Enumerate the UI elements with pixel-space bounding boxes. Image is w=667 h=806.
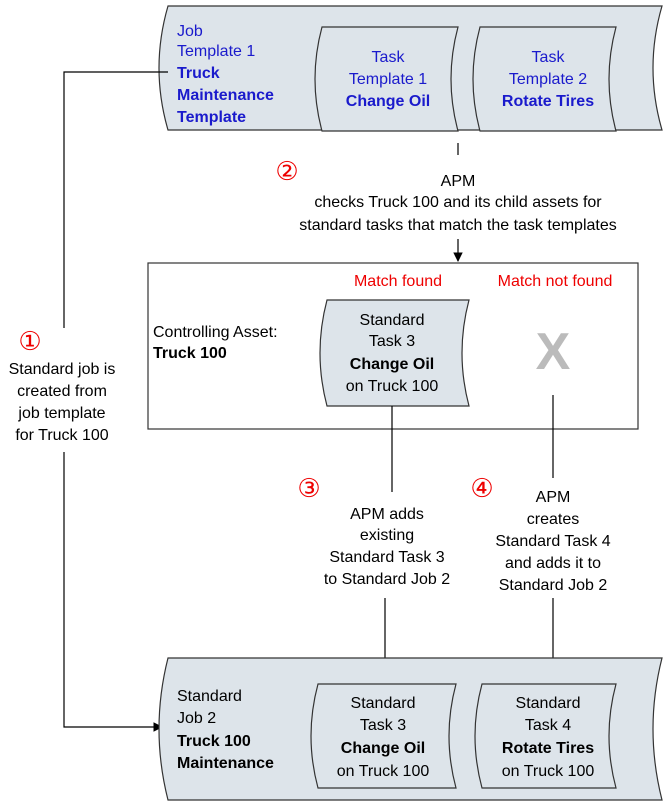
task-template-1-label-1: Task	[372, 49, 406, 66]
standard-task-4-name: Rotate Tires	[502, 740, 594, 757]
standard-task-3-shape	[310, 683, 457, 789]
step4-line-5: Standard Job 2	[499, 577, 608, 594]
x-mark-icon: X	[536, 323, 571, 381]
step3-line-4: to Standard Job 2	[324, 571, 450, 588]
job-template-name-3: Template	[177, 109, 246, 126]
controlling-asset-name: Truck 100	[153, 345, 227, 362]
job-template-name-1: Truck	[177, 65, 220, 82]
controlling-task-line-1: Standard	[360, 312, 425, 329]
step2-number: ②	[275, 157, 298, 187]
task-template-2-shape	[472, 26, 617, 132]
controlling-task-shape	[319, 299, 470, 407]
step4-line-4: and adds it to	[505, 555, 601, 572]
step3-number: ③	[297, 474, 320, 504]
match-not-found-label: Match not found	[498, 273, 613, 290]
step3-line-3: Standard Task 3	[329, 549, 444, 566]
step4-line-2: creates	[527, 511, 579, 528]
arrow-step1-to-standard-job	[63, 452, 163, 732]
standard-job-name-2: Maintenance	[177, 755, 274, 772]
standard-task-4-line-1: Standard	[516, 695, 581, 712]
step4-number: ④	[470, 474, 493, 504]
step4-line-3: Standard Task 4	[495, 533, 610, 550]
standard-task-3-on: on Truck 100	[337, 763, 430, 780]
step2-line-3: standard tasks that match the task templ…	[299, 217, 617, 234]
match-found-label: Match found	[354, 273, 442, 290]
task-template-2-label-1: Task	[532, 49, 566, 66]
step2-line-1: APM	[441, 173, 476, 190]
standard-task-3-line-2: Task 3	[360, 717, 406, 734]
step4-line-1: APM	[536, 489, 571, 506]
standard-job-name-1: Truck 100	[177, 733, 251, 750]
step2-line-2: checks Truck 100 and its child assets fo…	[314, 194, 602, 211]
controlling-task-on: on Truck 100	[346, 378, 439, 395]
task-template-1-label-2: Template 1	[349, 71, 427, 88]
standard-job-label-2: Job 2	[177, 710, 216, 727]
standard-task-4-line-2: Task 4	[525, 717, 571, 734]
controlling-asset-label: Controlling Asset:	[153, 324, 278, 341]
step1-line-3: job template	[17, 405, 105, 422]
step3-line-1: APM adds	[350, 506, 424, 523]
job-template-name-2: Maintenance	[177, 87, 274, 104]
step1-line-1: Standard job is	[9, 361, 116, 378]
job-template-label-1: Job	[177, 23, 203, 40]
step1-line-2: created from	[17, 383, 107, 400]
step1-number: ①	[18, 327, 41, 357]
controlling-task-name: Change Oil	[350, 356, 434, 373]
controlling-task-line-2: Task 3	[369, 333, 415, 350]
step3-line-2: existing	[360, 527, 414, 544]
task-template-1-shape	[314, 26, 459, 132]
standard-task-3-line-1: Standard	[351, 695, 416, 712]
step1-line-4: for Truck 100	[15, 427, 108, 444]
task-template-2-label-2: Template 2	[509, 71, 587, 88]
connector-step1-top	[63, 71, 168, 328]
standard-task-3-name: Change Oil	[341, 740, 425, 757]
standard-job-label-1: Standard	[177, 688, 242, 705]
standard-task-4-shape	[474, 683, 617, 789]
job-template-label-2: Template 1	[177, 43, 255, 60]
standard-task-4-on: on Truck 100	[502, 763, 595, 780]
task-template-2-name: Rotate Tires	[502, 93, 594, 110]
task-template-1-name: Change Oil	[346, 93, 430, 110]
